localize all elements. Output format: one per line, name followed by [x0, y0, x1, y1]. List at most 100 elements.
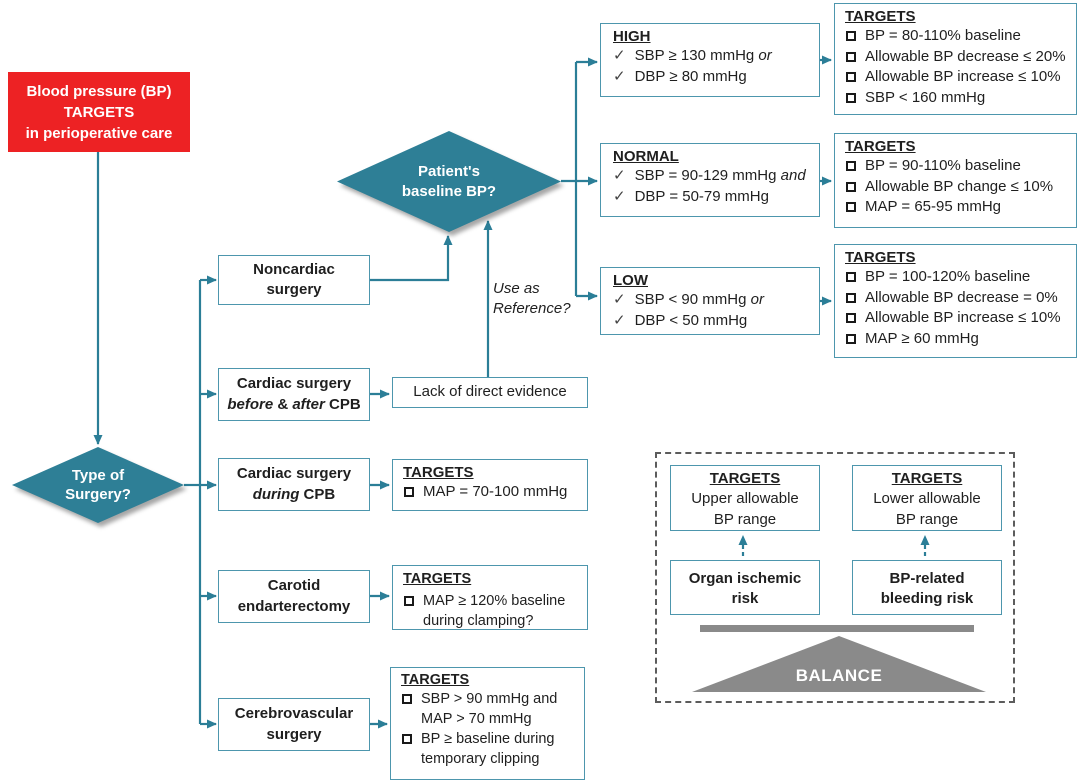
checkbox-icon: [846, 161, 856, 171]
upper-allowable-targets-box: TARGETS Upper allowable BP range: [670, 465, 820, 531]
branch-cerebrovascular-surgery: Cerebrovascular surgery: [218, 698, 370, 751]
lack-of-evidence-text: Lack of direct evidence: [413, 383, 567, 401]
target-text: MAP ≥ 60 mmHg: [865, 330, 979, 348]
title-text: Blood pressure (BP) TARGETS in periopera…: [25, 82, 173, 142]
target-item: Allowable BP decrease ≤ 20%: [845, 47, 1066, 68]
targets-list: MAP ≥ 120% baseline during clamping?: [403, 591, 577, 631]
target-item: MAP = 70-100 mmHg: [403, 482, 577, 503]
checkbox-icon: [404, 595, 414, 606]
target-item: Allowable BP decrease = 0%: [845, 288, 1066, 309]
targets-heading: TARGETS: [403, 571, 472, 587]
lower-allowable-targets-box: TARGETS Lower allowable BP range: [852, 465, 1002, 531]
checkbox-icon: [846, 181, 856, 192]
target-text: SBP > 90 mmHg and MAP > 70 mmHg: [421, 691, 558, 727]
target-text: MAP = 65-95 mmHg: [865, 198, 1002, 216]
targets-heading: TARGETS: [403, 464, 474, 481]
category-heading: LOW: [613, 272, 648, 289]
targets-list: SBP > 90 mmHg and MAP > 70 mmHg BP ≥ base…: [401, 689, 574, 769]
category-normal-box: NORMAL ✓SBP = 90-129 mmHg and✓DBP = 50-7…: [600, 143, 820, 217]
balance-panel: TARGETS Upper allowable BP range TARGETS…: [655, 452, 1015, 703]
criterion-text: DBP < 50 mmHg: [634, 311, 748, 329]
target-item: MAP ≥ 120% baseline during clamping?: [403, 591, 577, 631]
checkbox-icon: [846, 93, 856, 104]
checkbox-icon: [846, 334, 856, 345]
target-text: BP = 90-110% baseline: [865, 157, 1021, 174]
branch-noncardiac-surgery: Noncardiac surgery: [218, 255, 370, 305]
criterion-text: DBP = 50-79 mmHg: [634, 187, 769, 205]
targets-list: MAP = 70-100 mmHg: [403, 482, 577, 503]
checkbox-icon: [402, 734, 412, 744]
checkbox-icon: [846, 272, 856, 282]
target-text: BP ≥ baseline during temporary clipping: [421, 731, 555, 767]
target-item: MAP ≥ 60 mmHg: [845, 329, 1066, 350]
target-item: BP = 100-120% baseline: [845, 267, 1066, 288]
checkbox-icon: [846, 31, 856, 41]
title-box: Blood pressure (BP) TARGETS in periopera…: [8, 72, 190, 152]
target-item: Allowable BP increase ≤ 10%: [845, 308, 1066, 329]
checkmark-icon: ✓: [613, 311, 626, 329]
balance-fulcrum-triangle: [692, 636, 986, 692]
targets-cardiac-during-box: TARGETS MAP = 70-100 mmHg: [392, 459, 588, 511]
target-text: Allowable BP increase ≤ 10%: [865, 309, 1061, 327]
checkbox-icon: [846, 292, 856, 303]
lower-allowable-text: Lower allowable BP range: [873, 490, 981, 528]
targets-carotid-box: TARGETS MAP ≥ 120% baseline during clamp…: [392, 565, 588, 630]
category-low-box: LOW ✓SBP < 90 mmHg or✓ DBP < 50 mmHg: [600, 267, 820, 335]
criterion-item: ✓ DBP = 50-79 mmHg: [613, 187, 807, 208]
target-text: BP = 100-120% baseline: [865, 268, 1031, 285]
decision-surgery-type-label: Type of Surgery?: [12, 447, 184, 523]
target-item: Allowable BP increase ≤ 10%: [845, 67, 1066, 88]
target-text: MAP ≥ 120% baseline during clamping?: [423, 592, 566, 629]
bp-bleeding-risk-box: BP-related bleeding risk: [852, 560, 1002, 615]
target-text: MAP = 70-100 mmHg: [423, 483, 568, 500]
branch-carotid-endarterectomy: Carotid endarterectomy: [218, 570, 370, 623]
checkmark-icon: ✓: [613, 167, 626, 184]
decision-baseline-bp: Patient's baseline BP?: [337, 131, 561, 232]
lack-of-evidence-box: Lack of direct evidence: [392, 377, 588, 408]
balance-label: BALANCE: [795, 666, 883, 685]
upper-allowable-text: Upper allowable BP range: [691, 490, 799, 528]
branch-label: Noncardiac surgery: [253, 260, 335, 298]
organ-ischemic-risk-text: Organ ischemic risk: [688, 569, 802, 607]
criterion-item: ✓SBP < 90 mmHg or: [613, 290, 807, 311]
targets-heading: TARGETS: [401, 672, 470, 688]
checkbox-icon: [404, 487, 414, 497]
target-item: BP = 90-110% baseline: [845, 156, 1066, 177]
criteria-list: ✓SBP ≥ 130 mmHg or✓DBP ≥ 80 mmHg: [613, 46, 807, 87]
target-text: SBP < 160 mmHg: [865, 89, 986, 107]
criterion-text: SBP = 90-129 mmHg and: [634, 167, 806, 184]
target-text: Allowable BP decrease ≤ 20%: [865, 47, 1066, 65]
criteria-list: ✓ SBP = 90-129 mmHg and ✓ DBP = 50-79 mmHg: [613, 166, 807, 207]
checkbox-icon: [846, 313, 856, 324]
decision-surgery-type: Type of Surgery?: [12, 447, 184, 523]
target-text: Allowable BP decrease = 0%: [865, 288, 1058, 306]
criterion-item: ✓ SBP = 90-129 mmHg and: [613, 166, 807, 187]
arrow-noncardiac-to-baseline: [370, 235, 453, 282]
category-heading: HIGH: [613, 28, 651, 45]
target-text: Allowable BP increase ≤ 10%: [865, 68, 1061, 86]
branch-label: Carotid endarterectomy: [237, 577, 351, 615]
use-as-reference-note: Use as Reference?: [493, 280, 571, 318]
target-item: BP = 80-110% baseline: [845, 26, 1066, 47]
checkbox-icon: [402, 694, 412, 704]
criterion-item: ✓SBP ≥ 130 mmHg or: [613, 46, 807, 67]
criterion-text: SBP ≥ 130 mmHg or: [634, 47, 772, 64]
target-item: SBP > 90 mmHg and MAP > 70 mmHg: [401, 689, 574, 729]
criterion-text: DBP ≥ 80 mmHg: [634, 67, 747, 85]
target-text: BP = 80-110% baseline: [865, 27, 1021, 44]
targets-heading: TARGETS: [845, 8, 916, 25]
checkmark-icon: ✓: [613, 291, 626, 308]
target-text: Allowable BP change ≤ 10%: [865, 177, 1054, 195]
balance-beam: [700, 625, 974, 632]
checkbox-icon: [846, 72, 856, 83]
target-item: Allowable BP change ≤ 10%: [845, 177, 1066, 198]
checkmark-icon: ✓: [613, 187, 626, 205]
